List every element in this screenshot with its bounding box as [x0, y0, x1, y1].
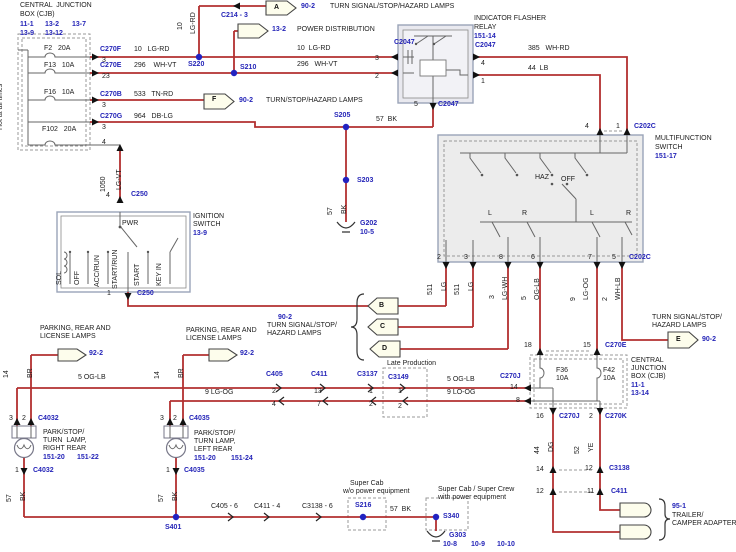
- relay-circuit: [403, 35, 468, 103]
- cjb2-outline: [529, 354, 628, 409]
- chevron-f: [203, 93, 235, 110]
- wire-db-lg: [90, 103, 434, 128]
- ignition-arm: [119, 212, 138, 248]
- fuse-symbols: [40, 52, 62, 146]
- wire-mfs-pin3: [398, 262, 474, 328]
- cjb2-inner-outline: [533, 358, 624, 405]
- wire-ignition-out: [127, 292, 368, 307]
- wire-lg-rd-riser: [198, 5, 266, 57]
- chevron-c: [367, 318, 399, 336]
- offpage-connectors: [57, 0, 699, 541]
- f36-path: [530, 355, 554, 408]
- cjb2-box: [529, 354, 628, 409]
- wire-mfs-pin2: [398, 262, 447, 307]
- chevron-e: [667, 331, 699, 349]
- wire-br-a: [30, 354, 58, 426]
- wire-mfs-pin8: [400, 262, 509, 350]
- sol-coil: [63, 251, 68, 274]
- wire-lb: [473, 74, 601, 135]
- lamp-left-rear: [163, 425, 189, 459]
- wire-wh-lb: [621, 262, 668, 341]
- s340-option-box: [425, 497, 469, 531]
- s216-dot: [359, 513, 367, 521]
- wire-52-ye: [599, 408, 620, 511]
- lamp-b-socket: [163, 425, 189, 439]
- s401-dot: [172, 513, 180, 521]
- cjb1-internals: [18, 49, 121, 150]
- g303-ground-icon: [426, 530, 446, 542]
- splices: [172, 53, 440, 521]
- relay-element: [419, 59, 447, 77]
- chevron-b: [367, 297, 399, 315]
- late-production-box: [382, 367, 428, 418]
- pwr-node: [118, 225, 122, 229]
- s203-dot: [342, 176, 350, 184]
- s216-option-box: [347, 497, 387, 531]
- mfs-upper-switches: [469, 153, 587, 174]
- pin-arrows: [13, 2, 631, 495]
- cjb1-leads: [28, 56, 121, 150]
- inline-connector-marks: [227, 383, 409, 522]
- mfs-inner-outline: [443, 140, 638, 257]
- cjb2-internals: [530, 355, 602, 408]
- s220-dot: [195, 53, 203, 61]
- wire-wh-rd: [473, 56, 628, 135]
- wire-44-dg: [552, 408, 620, 533]
- mfs-haz-switch: [480, 183, 632, 223]
- ignition-inner-outline: [60, 215, 187, 289]
- bulb-icon: [13, 437, 35, 459]
- f42-path: [530, 355, 602, 408]
- chevron-power-dist: [237, 23, 269, 39]
- s340-dot: [432, 513, 440, 521]
- trailer-brace: [658, 498, 671, 541]
- chevron-parking-b: [208, 348, 238, 362]
- wire-power-dist-riser: [233, 30, 238, 73]
- bus-5-og-lb: [16, 387, 530, 426]
- ignition-internals: [63, 212, 179, 292]
- s205-dot: [342, 123, 350, 131]
- lamp-a-socket: [11, 425, 37, 439]
- trailer-connector-2: [619, 524, 652, 540]
- cjb1-bus: [18, 49, 40, 146]
- ground-symbols: [336, 221, 446, 542]
- bcd-brace: [350, 293, 365, 361]
- cjb1-outline: [17, 33, 91, 151]
- cjb1-inner-outline: [21, 37, 87, 147]
- chevron-d: [369, 340, 401, 358]
- mfs-feed: [460, 135, 628, 154]
- g202-ground-icon: [336, 221, 356, 233]
- connector-dashes: [546, 130, 622, 493]
- trailer-connector-1: [619, 502, 652, 518]
- wire-br-b: [182, 354, 209, 426]
- mfs-internals: [445, 135, 633, 262]
- wire-bk-bus: [23, 458, 436, 518]
- mfs-lr-switches: [491, 221, 633, 238]
- cjb1-box: [17, 33, 91, 151]
- lamp-right-rear: [11, 425, 37, 459]
- bulb-filament: [16, 443, 32, 450]
- mfs-outputs: [445, 237, 623, 262]
- s210-dot: [230, 69, 238, 77]
- relay-internals: [403, 35, 468, 103]
- bulb-filament: [168, 443, 184, 450]
- ignition-contacts: [69, 237, 179, 292]
- bulb-icon: [165, 437, 187, 459]
- bus-9-lg-og: [169, 400, 530, 426]
- chevron-parking-a: [57, 348, 87, 362]
- chevron-a: [265, 0, 297, 16]
- ignition-outline: [56, 211, 191, 293]
- ignition-switch-box: [56, 211, 191, 293]
